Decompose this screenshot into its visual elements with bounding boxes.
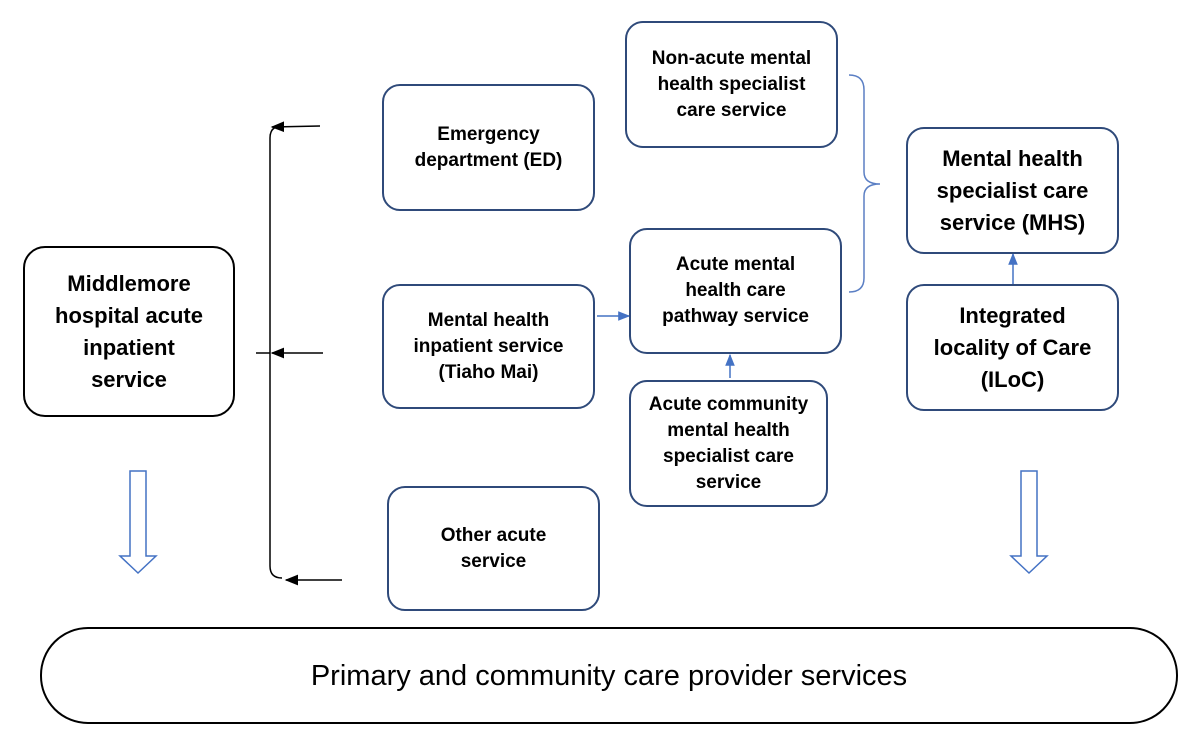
arrow-from-emergency xyxy=(270,121,321,133)
acute-community-mental-health-box: Acute community mental health specialist… xyxy=(629,380,828,507)
other-acute-label: Other acute service xyxy=(440,524,547,572)
acute-pathway-label: Acute mental health care pathway service xyxy=(662,254,809,327)
middlemore-label: Middlemore hospital acute inpatient serv… xyxy=(55,270,203,392)
mental-health-inpatient-label: Mental health inpatient service (Tiaho M… xyxy=(413,309,564,383)
non-acute-mental-health-box: Non-acute mental health specialist care … xyxy=(625,21,838,148)
acute-community-label: Acute community mental health specialist… xyxy=(648,393,809,493)
acute-mental-health-pathway-box: Acute mental health care pathway service xyxy=(629,228,842,354)
right-curly-brace xyxy=(848,74,881,293)
mental-health-specialist-care-box: Mental health specialist care service (M… xyxy=(906,127,1119,254)
emergency-label: Emergency department (ED) xyxy=(414,123,563,171)
hollow-down-arrow-right xyxy=(1009,470,1049,575)
mental-health-inpatient-box: Mental health inpatient service (Tiaho M… xyxy=(382,284,595,409)
integrated-locality-of-care-box: Integrated locality of Care (ILoC) xyxy=(906,284,1119,411)
other-acute-service-box: Other acute service xyxy=(387,486,600,611)
mhs-label: Mental health specialist care service (M… xyxy=(936,145,1089,235)
iloc-label: Integrated locality of Care (ILoC) xyxy=(933,302,1092,392)
primary-community-label: Primary and community care provider serv… xyxy=(310,659,908,692)
hollow-down-arrow-left xyxy=(118,470,158,575)
non-acute-label: Non-acute mental health specialist care … xyxy=(651,47,812,121)
middlemore-acute-inpatient-box: Middlemore hospital acute inpatient serv… xyxy=(23,246,235,417)
emergency-department-box: Emergency department (ED) xyxy=(382,84,595,211)
left-bracket-line xyxy=(269,125,283,579)
primary-community-care-box: Primary and community care provider serv… xyxy=(40,627,1178,724)
